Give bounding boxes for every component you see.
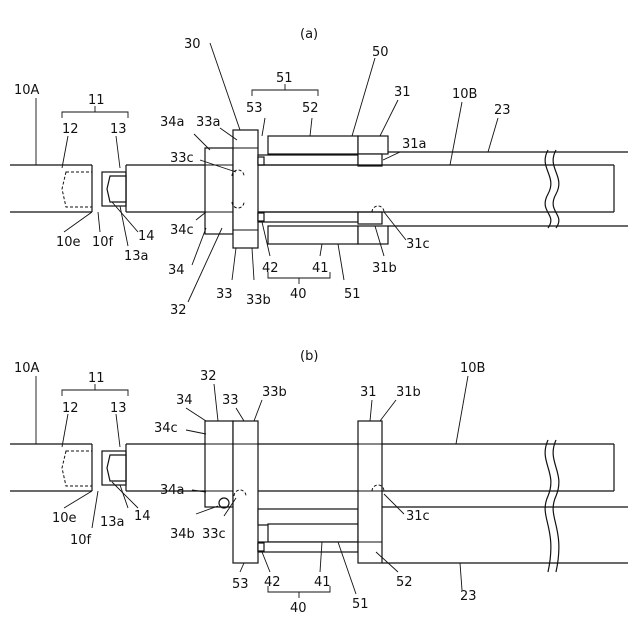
label-42: 42 bbox=[262, 261, 279, 276]
label-33: 33 bbox=[216, 287, 233, 302]
label-23: 23 bbox=[494, 103, 511, 118]
label-13-b: 13 bbox=[110, 401, 127, 416]
label-12: 12 bbox=[62, 122, 79, 137]
label-34-b: 34 bbox=[176, 393, 193, 408]
rod-assembly-40-b bbox=[258, 421, 382, 563]
label-10a: 10A bbox=[14, 83, 40, 98]
panel-a-caption: (a) bbox=[300, 27, 318, 42]
label-31b: 31b bbox=[372, 261, 397, 276]
label-31-b: 31 bbox=[360, 385, 377, 400]
label-13a-b: 13a bbox=[100, 515, 125, 530]
label-40-b: 40 bbox=[290, 601, 307, 616]
label-10e-b: 10e bbox=[52, 511, 77, 526]
label-32: 32 bbox=[170, 303, 187, 318]
label-10a-b: 10A bbox=[14, 361, 40, 376]
label-10e: 10e bbox=[56, 235, 81, 250]
label-41-b: 41 bbox=[314, 575, 331, 590]
label-33a: 33a bbox=[196, 115, 221, 130]
label-40: 40 bbox=[290, 287, 307, 302]
label-13a: 13a bbox=[124, 249, 149, 264]
label-41: 41 bbox=[312, 261, 329, 276]
label-33c: 33c bbox=[170, 151, 194, 166]
label-10b: 10B bbox=[452, 87, 477, 102]
label-33b: 33b bbox=[246, 293, 271, 308]
label-51-bot: 51 bbox=[344, 287, 361, 302]
rod-assembly-40 bbox=[258, 136, 388, 244]
label-12-b: 12 bbox=[62, 401, 79, 416]
label-33c-b: 33c bbox=[202, 527, 226, 542]
label-31c-b: 31c bbox=[406, 509, 430, 524]
label-10b-b: 10B bbox=[460, 361, 485, 376]
label-14: 14 bbox=[138, 229, 155, 244]
label-33b-b: 33b bbox=[262, 385, 287, 400]
label-53: 53 bbox=[246, 101, 263, 116]
label-31b-b: 31b bbox=[396, 385, 421, 400]
label-33-b: 33 bbox=[222, 393, 239, 408]
label-34a: 34a bbox=[160, 115, 185, 130]
label-31c: 31c bbox=[406, 237, 430, 252]
label-30: 30 bbox=[184, 37, 201, 52]
label-51-b: 51 bbox=[352, 597, 369, 612]
label-13: 13 bbox=[110, 122, 127, 137]
panel-b: (b) bbox=[10, 349, 628, 616]
label-52-b: 52 bbox=[396, 575, 413, 590]
connector-13-b bbox=[102, 444, 205, 491]
label-42-b: 42 bbox=[264, 575, 281, 590]
label-34a-b: 34a bbox=[160, 483, 185, 498]
panel-b-caption: (b) bbox=[300, 349, 318, 364]
label-52: 52 bbox=[302, 101, 319, 116]
label-11-b: 11 bbox=[88, 371, 105, 386]
label-50: 50 bbox=[372, 45, 389, 60]
label-51-top: 51 bbox=[276, 71, 293, 86]
label-34: 34 bbox=[168, 263, 185, 278]
label-34b-b: 34b bbox=[170, 527, 195, 542]
label-34c: 34c bbox=[170, 223, 194, 238]
label-14-b: 14 bbox=[134, 509, 151, 524]
coupling-body-32 bbox=[205, 130, 258, 248]
pipe-10a-b bbox=[10, 444, 92, 491]
label-23-b: 23 bbox=[460, 589, 477, 604]
label-10f: 10f bbox=[92, 235, 114, 250]
pipe-10a bbox=[10, 165, 92, 212]
connector-13 bbox=[102, 165, 205, 212]
label-10f-b: 10f bbox=[70, 533, 92, 548]
label-31a: 31a bbox=[402, 137, 427, 152]
label-53-b: 53 bbox=[232, 577, 249, 592]
label-31: 31 bbox=[394, 85, 411, 100]
label-34c-b: 34c bbox=[154, 421, 178, 436]
label-32-b: 32 bbox=[200, 369, 217, 384]
label-11: 11 bbox=[88, 93, 105, 108]
panel-a: (a) bbox=[10, 27, 628, 318]
